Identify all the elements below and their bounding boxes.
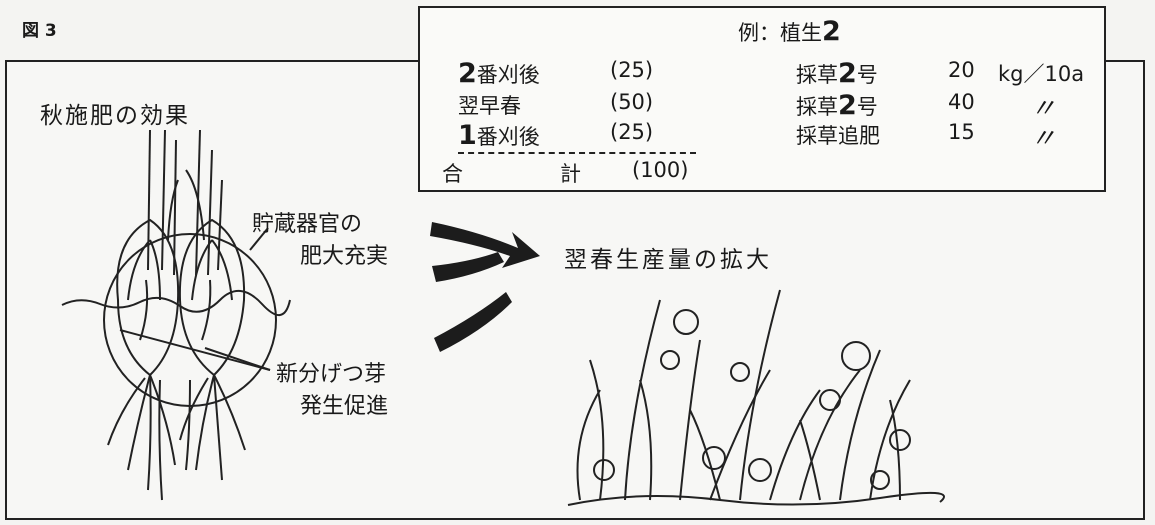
example-row-3-line: 1番刈後 (25) xyxy=(458,120,696,154)
row-3-num: 1 xyxy=(458,120,477,151)
example-row-2-fertilizer: 採草2号 xyxy=(796,90,878,121)
example-row-3-percent: (25) xyxy=(610,120,654,144)
example-row-1-percent: (25) xyxy=(610,58,654,82)
example-row-3-amount: 15 xyxy=(948,120,975,144)
label-tiller-line2: 発生促進 xyxy=(300,394,389,419)
example-row-1-unit: kg／10a xyxy=(998,62,1085,86)
clover-grass-illustration xyxy=(567,289,945,506)
label-storage-line2: 肥大充実 xyxy=(300,244,389,269)
label-storage-line1: 貯蔵器官の xyxy=(252,212,363,237)
row-1-fert-b: 号 xyxy=(856,63,878,87)
right-title: 翌春生産量の拡大 xyxy=(564,247,772,273)
row-1-fert-a: 採草 xyxy=(796,63,838,87)
row-3-timing-text: 番刈後 xyxy=(476,125,540,149)
total-value: (100) xyxy=(632,158,689,182)
example-heading-prefix: 例：植生 xyxy=(738,21,822,45)
label-tiller-line1: 新分げつ芽 xyxy=(276,362,387,387)
example-row-1-timing: 2番刈後 xyxy=(458,58,540,89)
total-label-1: 合 xyxy=(442,162,463,186)
example-row-2-timing: 翌早春 xyxy=(458,94,521,118)
example-row-1-fertilizer: 採草2号 xyxy=(796,58,878,89)
arrow-icon xyxy=(430,222,540,352)
example-row-1-amount: 20 xyxy=(948,58,975,82)
example-box: 例：植生2 2番刈後 (25) 採草2号 20 kg／10a 翌早春 (50) … xyxy=(418,6,1106,192)
row-1-fert-num: 2 xyxy=(838,58,857,89)
example-row-2-percent: (50) xyxy=(610,90,654,114)
row-2-fert-a: 採草 xyxy=(796,95,838,119)
grass-root-illustration xyxy=(61,129,291,501)
example-row-2-unit: 〃 xyxy=(1030,94,1057,124)
row-1-num: 2 xyxy=(458,58,477,89)
example-row-3-fertilizer: 採草追肥 xyxy=(796,124,880,148)
example-heading-number: 2 xyxy=(822,16,841,47)
example-row-3-unit: 〃 xyxy=(1030,124,1057,154)
total-label-2: 計 xyxy=(560,162,581,186)
example-heading: 例：植生2 xyxy=(738,16,841,47)
example-row-2-amount: 40 xyxy=(948,90,975,114)
row-2-fert-num: 2 xyxy=(838,90,857,121)
row-1-timing-text: 番刈後 xyxy=(476,63,540,87)
row-2-fert-b: 号 xyxy=(856,95,878,119)
left-title: 秋施肥の効果 xyxy=(40,103,190,129)
figure-label: 図 3 xyxy=(22,21,57,41)
